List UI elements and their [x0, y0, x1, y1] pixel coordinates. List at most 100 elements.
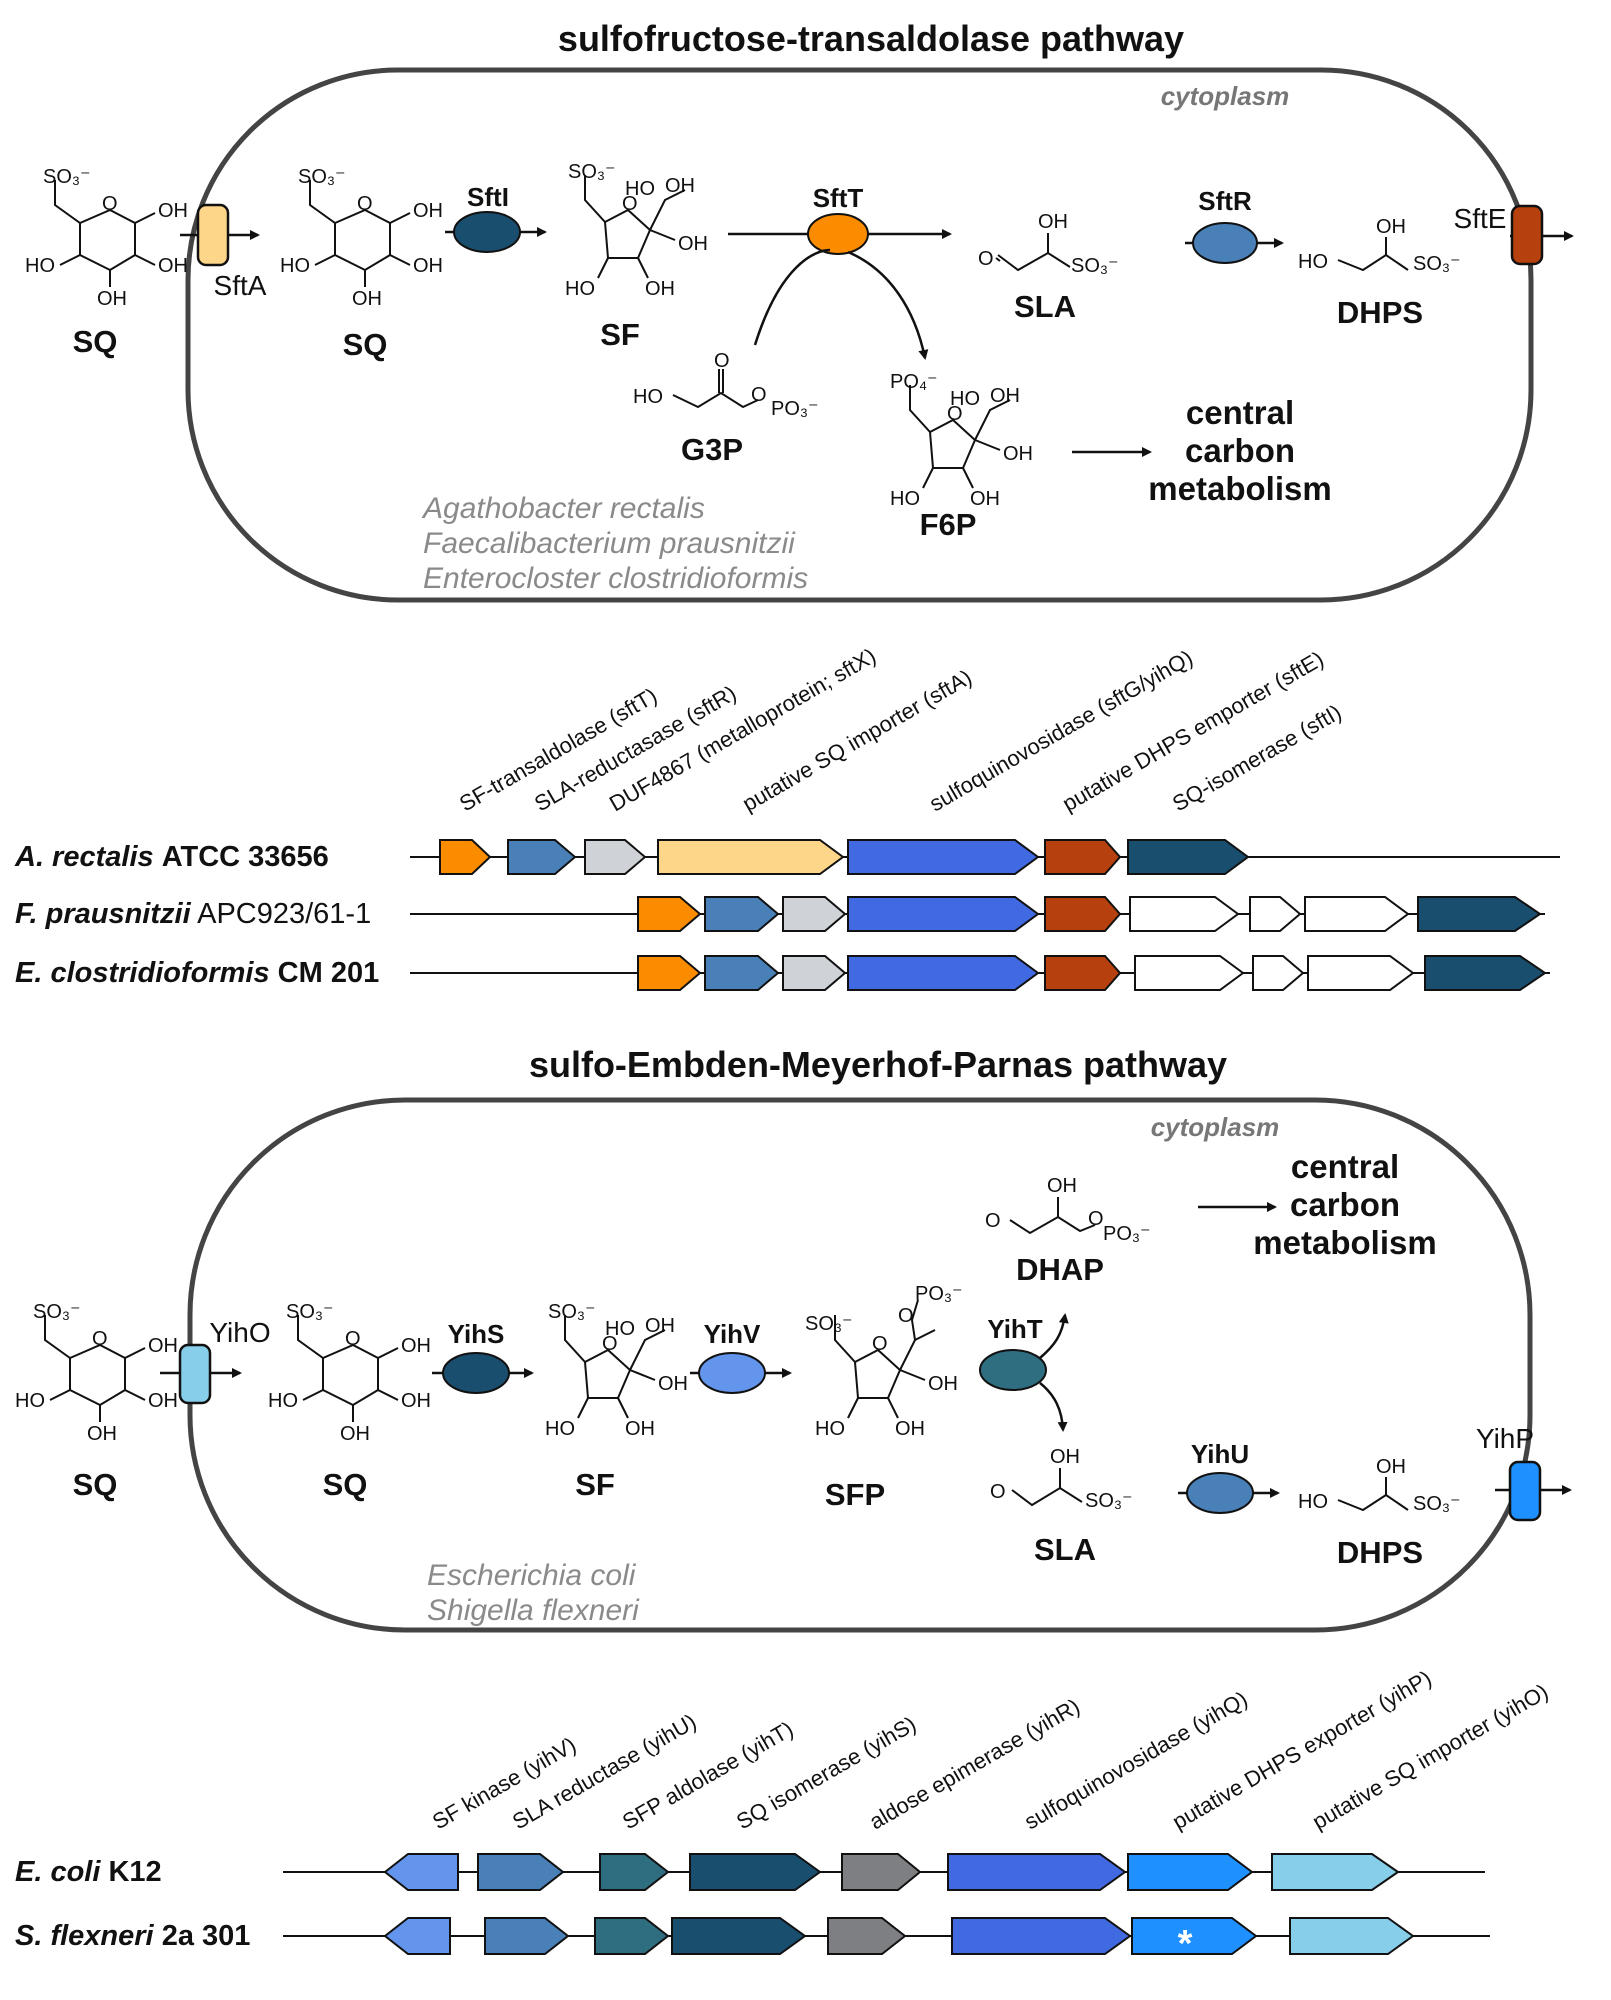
yihp-transporter [1508, 1460, 1542, 1522]
gene-label-list-1: SF-transaldolase (sftT) SLA-reductasase … [455, 643, 1346, 816]
organism-list-2: Escherichia coli Shigella flexneri [427, 1559, 640, 1627]
sq-structure-inside-2: SO₃⁻ O OH OH HO OH [268, 1301, 431, 1445]
sla-structure-1: O OH SO₃⁻ [978, 211, 1119, 277]
yihv-enzyme [698, 1352, 766, 1394]
sftt-enzyme [807, 213, 869, 255]
svg-text:HO: HO [280, 255, 310, 277]
svg-text:SO₃⁻: SO₃⁻ [548, 1301, 596, 1323]
sq-structure-outside: SO₃⁻ O OH OH HO OH [25, 166, 188, 310]
svg-text:O: O [978, 248, 994, 270]
svg-text:E. coli K12: E. coli K12 [15, 1856, 162, 1888]
svg-text:HO: HO [1298, 251, 1328, 273]
svg-text:OH: OH [1376, 1456, 1406, 1478]
yiht-enzyme [979, 1349, 1047, 1391]
svg-text:SO₃⁻: SO₃⁻ [43, 166, 91, 188]
svg-text:O: O [947, 403, 963, 425]
svg-text:PO₄⁻: PO₄⁻ [890, 371, 938, 393]
svg-text:OH: OH [158, 255, 188, 277]
sftr-enzyme [1192, 222, 1258, 264]
panel2-title: sulfo-Embden-Meyerhof-Parnas pathway [529, 1044, 1227, 1085]
strain-row-f-prausnitzii: F. prausnitzii APC923/61-1 [15, 896, 1545, 932]
svg-text:F. prausnitzii APC923/61-1: F. prausnitzii APC923/61-1 [15, 898, 371, 930]
yihp-label: YihP [1476, 1423, 1534, 1454]
svg-text:O: O [990, 1481, 1006, 1503]
svg-text:SO₃⁻: SO₃⁻ [805, 1313, 853, 1335]
svg-text:O: O [714, 350, 730, 372]
svg-text:O: O [622, 193, 638, 215]
cytoplasm-label-2: cytoplasm [1151, 1112, 1280, 1142]
svg-text:O: O [872, 1333, 888, 1355]
f6p-structure: PO₄⁻ O HO OH OH HO OH [890, 371, 1033, 510]
svg-text:HO: HO [633, 386, 663, 408]
dhap-label: DHAP [1016, 1252, 1104, 1287]
svg-text:Escherichia coli: Escherichia coli [427, 1559, 637, 1592]
svg-text:carbon: carbon [1185, 432, 1295, 469]
svg-text:SO₃⁻: SO₃⁻ [298, 166, 346, 188]
dhps-structure-1: HO OH SO₃⁻ [1298, 216, 1461, 275]
svg-text:PO₃⁻: PO₃⁻ [915, 1283, 963, 1305]
svg-text:metabolism: metabolism [1253, 1224, 1436, 1261]
svg-text:central: central [1186, 394, 1294, 431]
svg-text:OH: OH [1050, 1446, 1080, 1468]
svg-text:OH: OH [645, 278, 675, 300]
yiho-label: YihO [209, 1317, 270, 1348]
yihs-enzyme [442, 1352, 510, 1394]
svg-text:SO₃⁻: SO₃⁻ [33, 1301, 81, 1323]
svg-text:OH: OH [1047, 1175, 1077, 1197]
strain-row-a-rectalis: A. rectalis ATCC 33656 [14, 839, 1560, 875]
sftr-label: SftR [1198, 186, 1252, 216]
gene-cluster-2: SF kinase (yihV) SLA reductase (yihU) SF… [15, 1665, 1552, 1965]
dhps-structure-2: HO OH SO₃⁻ [1298, 1456, 1461, 1515]
svg-text:Shigella flexneri: Shigella flexneri [427, 1594, 640, 1627]
sla-structure-2: O OH SO₃⁻ [990, 1446, 1133, 1512]
g3p-structure: HO O O PO₃⁻ [633, 350, 819, 420]
g3p-label: G3P [681, 432, 743, 467]
svg-text:OH: OH [148, 1390, 178, 1412]
svg-text:A. rectalis ATCC 33656: A. rectalis ATCC 33656 [14, 841, 329, 873]
svg-text:SO₃⁻: SO₃⁻ [1413, 253, 1461, 275]
svg-text:SO₃⁻: SO₃⁻ [1071, 255, 1119, 277]
sq-label-outside: SQ [73, 324, 118, 359]
sfti-enzyme [453, 211, 521, 253]
sla-label-2: SLA [1034, 1532, 1096, 1567]
yiht-label: YihT [987, 1314, 1042, 1344]
svg-text:OH: OH [990, 385, 1020, 407]
dhps-label-1: DHPS [1337, 295, 1423, 330]
sq-label-inside: SQ [343, 327, 388, 362]
sfp-label: SFP [825, 1477, 885, 1512]
svg-text:SO₃⁻: SO₃⁻ [568, 161, 616, 183]
svg-text:O: O [357, 193, 373, 215]
svg-text:Agathobacter rectalis: Agathobacter rectalis [421, 492, 705, 525]
svg-text:OH: OH [401, 1335, 431, 1357]
sfta-transporter [196, 203, 230, 267]
gene-label-list-2: SF kinase (yihV) SLA reductase (yihU) SF… [428, 1665, 1552, 1834]
yihu-label: YihU [1191, 1439, 1249, 1469]
yihv-label: YihV [704, 1319, 761, 1349]
sfte-transporter [1510, 204, 1544, 266]
svg-text:OH: OH [401, 1390, 431, 1412]
central-carbon-metabolism-1: central carbon metabolism [1148, 394, 1331, 507]
svg-text:O: O [602, 1333, 618, 1355]
svg-text:HO: HO [950, 388, 980, 410]
svg-text:OH: OH [1376, 216, 1406, 238]
svg-text:Enterocloster clostridioformis: Enterocloster clostridioformis [423, 562, 808, 595]
svg-text:OH: OH [413, 200, 443, 222]
svg-text:OH: OH [665, 175, 695, 197]
svg-text:HO: HO [605, 1318, 635, 1340]
cell-membrane-1 [185, 67, 1534, 603]
svg-text:OH: OH [340, 1423, 370, 1445]
f6p-label: F6P [920, 507, 977, 542]
svg-text:PO₃⁻: PO₃⁻ [1103, 1223, 1151, 1245]
svg-text:HO: HO [890, 488, 920, 510]
dhps-label-2: DHPS [1337, 1535, 1423, 1570]
svg-text:O: O [751, 384, 767, 406]
yihs-label: YihS [448, 1319, 505, 1349]
svg-text:OH: OH [148, 1335, 178, 1357]
svg-text:OH: OH [895, 1418, 925, 1440]
sfte-label: SftE [1454, 203, 1507, 234]
svg-text:OH: OH [970, 488, 1000, 510]
svg-text:OH: OH [413, 255, 443, 277]
svg-text:Faecalibacterium prausnitzii: Faecalibacterium prausnitzii [423, 527, 796, 560]
gene-cluster-1: SF-transaldolase (sftT) SLA-reductasase … [14, 643, 1560, 991]
svg-text:OH: OH [158, 200, 188, 222]
